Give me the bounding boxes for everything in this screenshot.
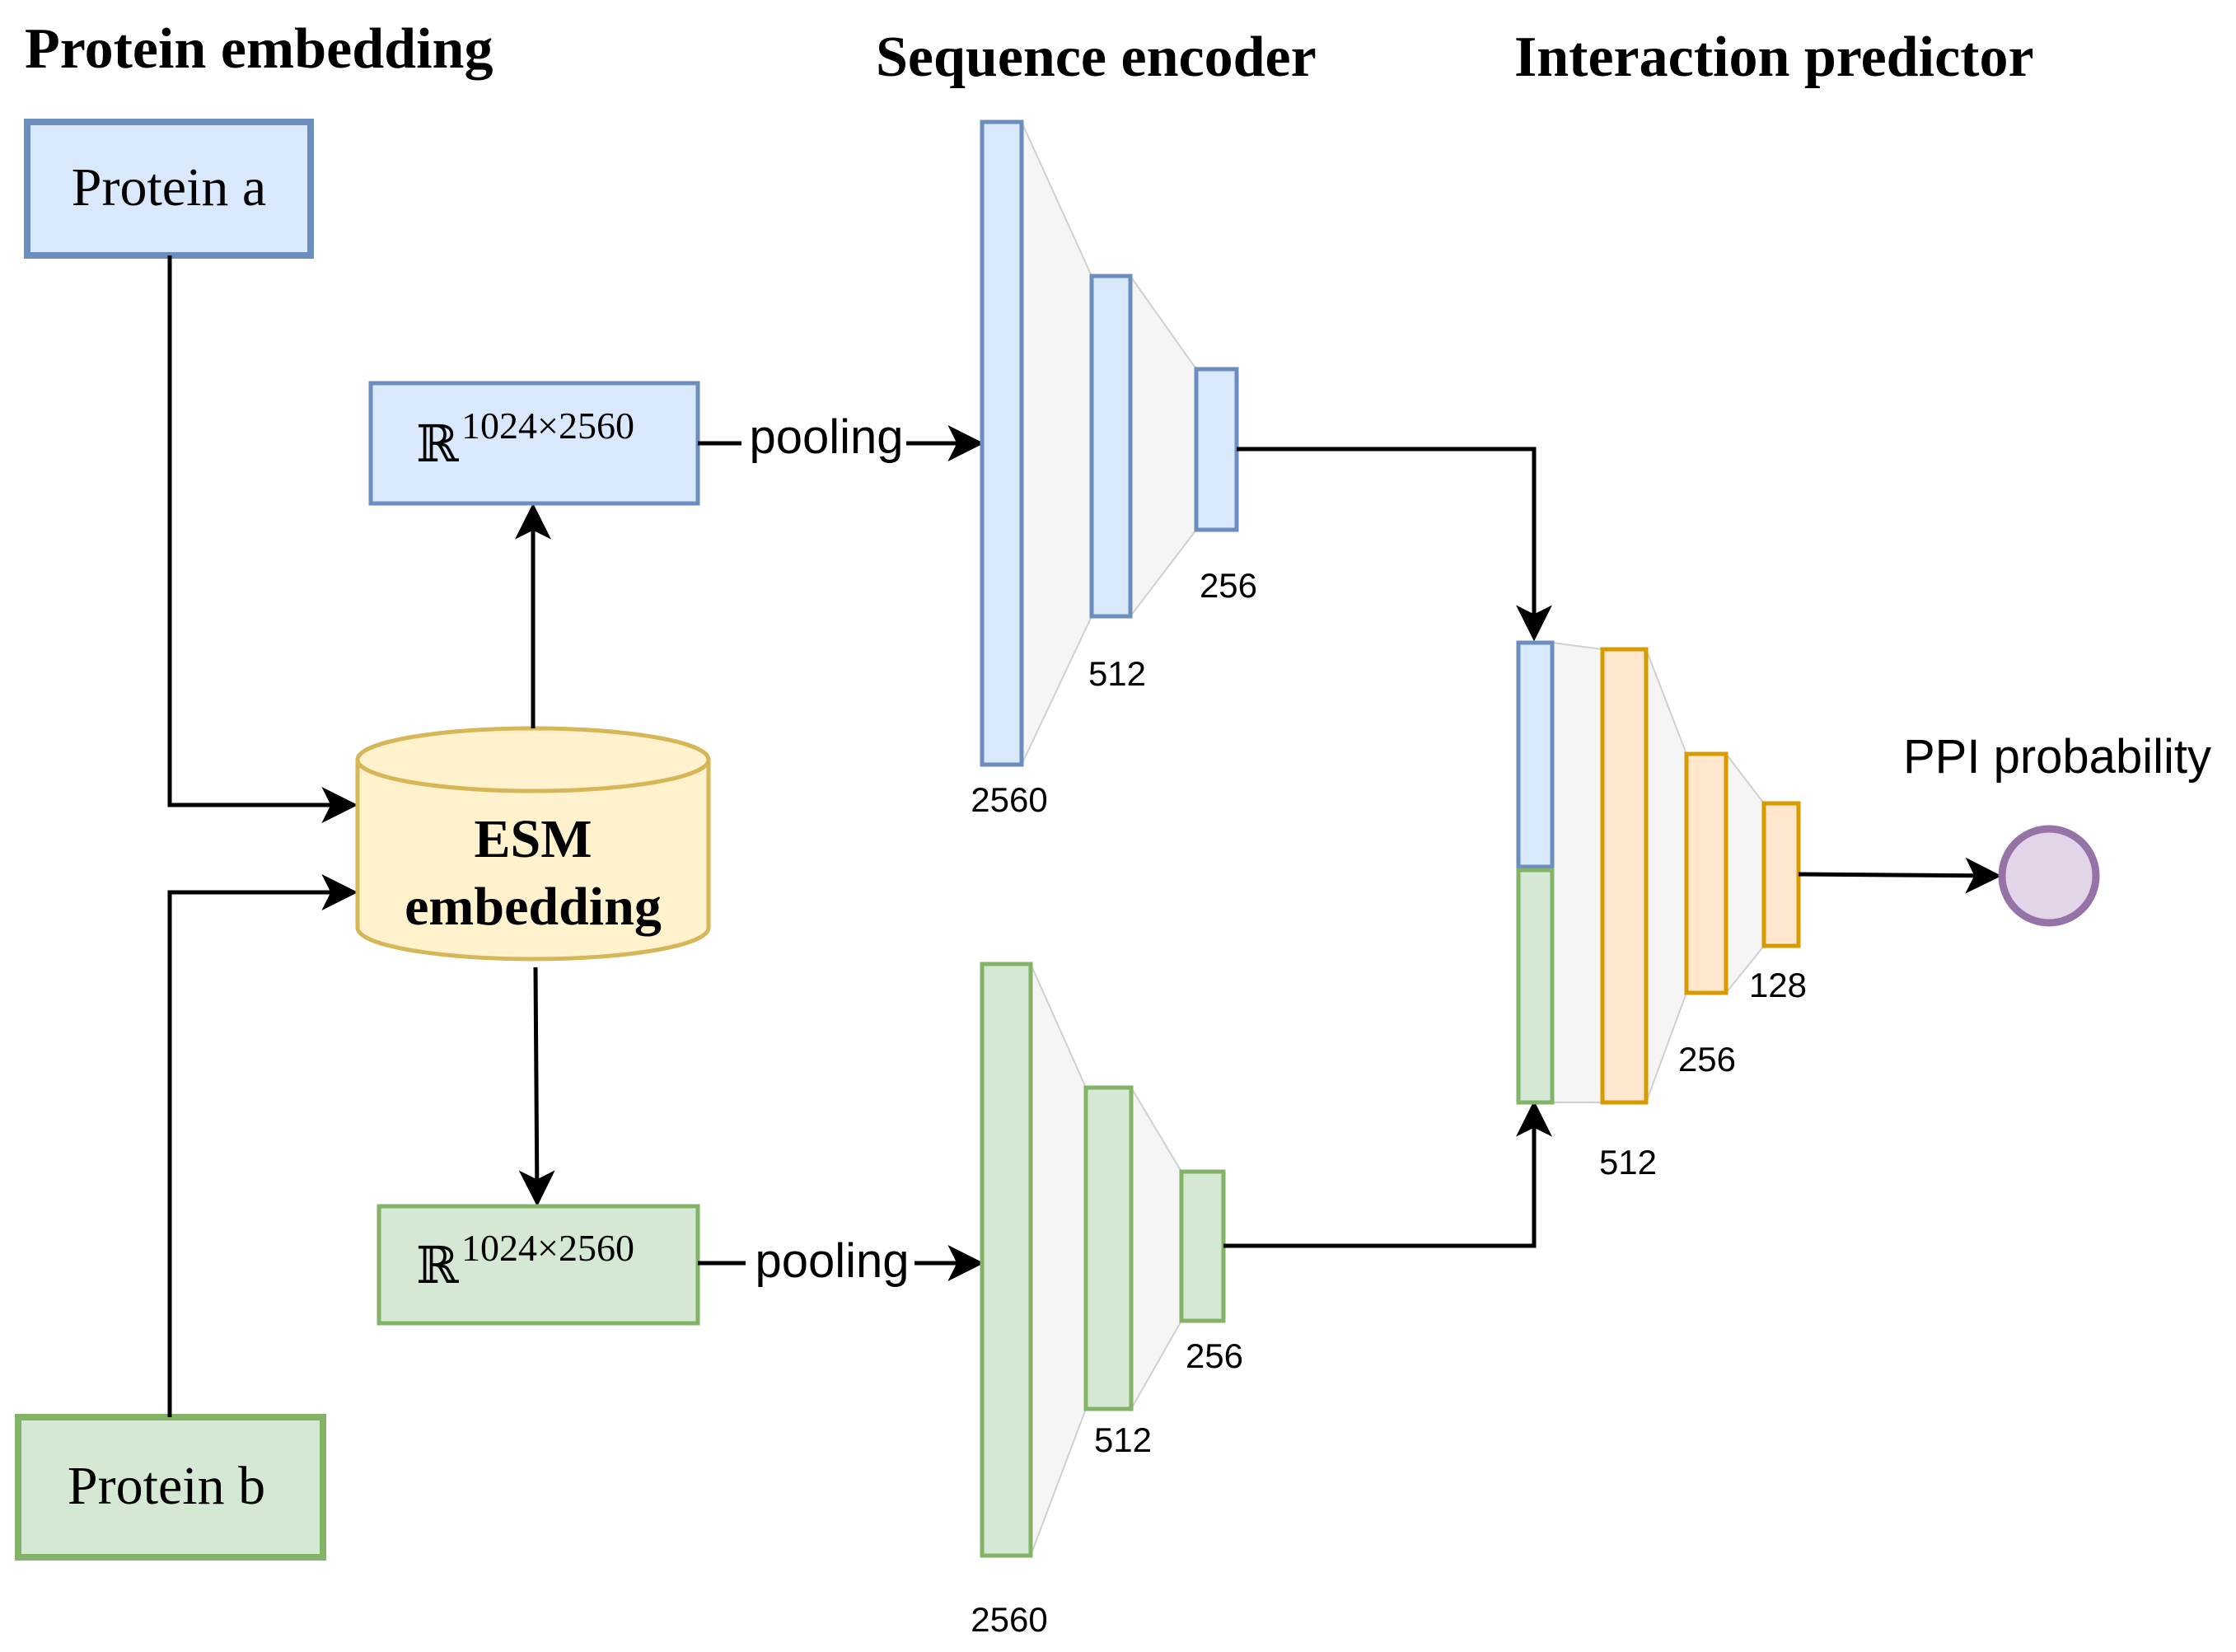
encoder-a-layer-512: [1089, 274, 1133, 619]
encoder-a-layer-256: [1194, 367, 1239, 532]
connector-encoder-a-predictor: [1237, 447, 1552, 642]
predictor-layer-128: [1761, 801, 1801, 948]
sequence-encoder-b: 2560 512 256: [971, 962, 1243, 1639]
ppi-output-node: [1998, 825, 2100, 927]
encoder-b-label-256: 256: [1186, 1336, 1243, 1375]
predictor-layer-256: [1684, 751, 1728, 995]
encoder-a-layer-2560: [980, 119, 1024, 767]
pooling-arrow-b: pooling: [698, 1232, 985, 1288]
predictor-label-256: 256: [1678, 1040, 1736, 1079]
esm-embedding-database: ESM embedding: [355, 726, 711, 962]
encoder-b-layer-2560: [980, 962, 1033, 1558]
encoder-b-layer-512: [1083, 1085, 1134, 1411]
connector-encoder-b-predictor: [1223, 1100, 1552, 1248]
connector-protein-b-esm: [167, 874, 358, 1417]
esm-label-line2: embedding: [405, 877, 662, 937]
concat-vector-a: [1516, 640, 1555, 869]
embedding-matrix-a: ℝ 1024×2560: [368, 381, 700, 506]
connector-esm-matrix-b: [518, 966, 555, 1207]
encoder-b-layer-256: [1179, 1169, 1226, 1323]
matrix-b-dims: 1024×2560: [461, 1227, 634, 1269]
encoder-b-label-2560: 2560: [971, 1600, 1047, 1639]
concat-vector-b: [1516, 868, 1555, 1105]
sequence-encoder-a: 2560 512 256: [971, 119, 1257, 819]
protein-a-label: Protein a: [72, 157, 266, 218]
encoder-a-label-256: 256: [1200, 566, 1257, 605]
matrix-a-symbol: ℝ: [416, 417, 459, 473]
header-sequence-encoder: Sequence encoder: [876, 26, 1317, 89]
protein-b-label: Protein b: [68, 1456, 265, 1516]
ppi-probability-label: PPI probability: [1903, 730, 2211, 784]
predictor-layer-512: [1600, 647, 1649, 1105]
header-protein-embedding: Protein embedding: [25, 17, 493, 81]
interaction-predictor: 512 256 128: [1516, 640, 1807, 1182]
connector-protein-a-esm: [167, 255, 358, 823]
protein-b-box: Protein b: [15, 1414, 326, 1561]
encoder-b-label-512: 512: [1094, 1420, 1152, 1459]
matrix-b-symbol: ℝ: [416, 1238, 459, 1294]
pooling-arrow-a: pooling: [698, 410, 985, 466]
pooling-label-a: pooling: [749, 410, 903, 464]
encoder-a-label-512: 512: [1088, 654, 1146, 693]
protein-a-box: Protein a: [24, 119, 314, 259]
header-interaction-predictor: Interaction predictor: [1514, 26, 2034, 89]
matrix-a-dims: 1024×2560: [461, 405, 634, 447]
esm-label-line1: ESM: [474, 809, 592, 869]
connector-predictor-output: [1798, 857, 2002, 894]
embedding-matrix-b: ℝ 1024×2560: [377, 1204, 700, 1326]
predictor-label-512: 512: [1599, 1143, 1657, 1182]
pooling-label-b: pooling: [755, 1234, 909, 1288]
predictor-label-128: 128: [1749, 966, 1807, 1004]
encoder-a-label-2560: 2560: [971, 780, 1047, 819]
